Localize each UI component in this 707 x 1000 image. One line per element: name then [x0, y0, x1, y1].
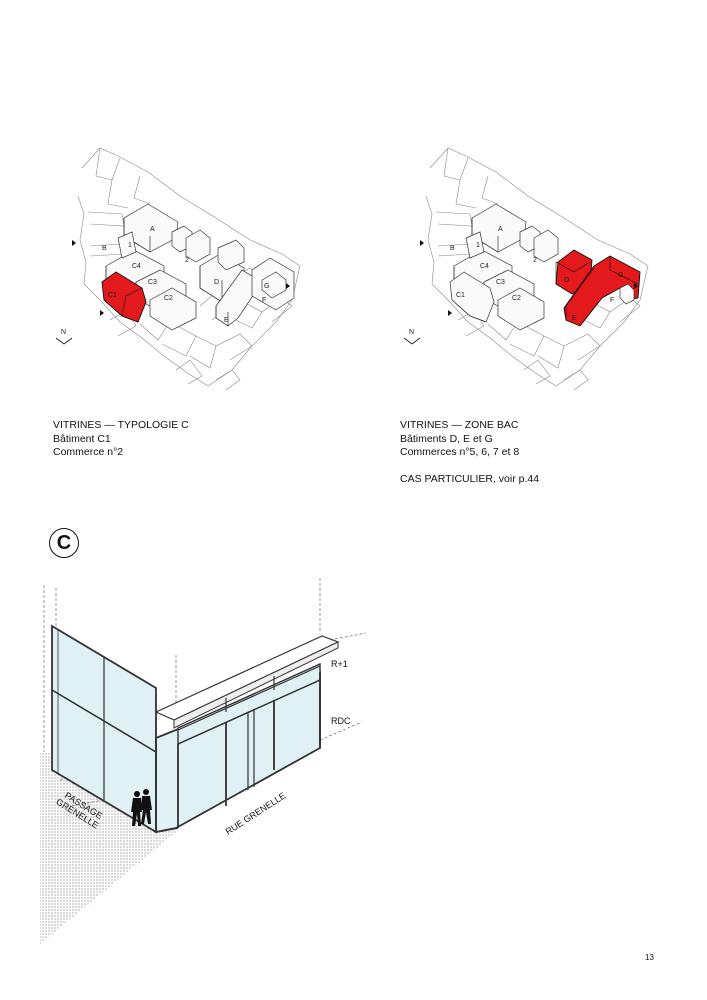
label-c1: C1	[456, 292, 465, 299]
caption-right-buildings: Bâtiments D, E et G	[400, 432, 493, 445]
label-d: D	[564, 277, 569, 284]
north-arrow-icon: N	[403, 329, 421, 345]
label-e: E	[224, 317, 229, 324]
label-c2: C2	[512, 295, 521, 302]
caption-left-commerce: Commerce n°2	[53, 446, 124, 458]
label-a: A	[150, 226, 155, 233]
caption-right-commerces: Commerces n°5, 6, 7 et 8	[400, 446, 520, 458]
label-c4: C4	[132, 263, 141, 270]
label-d: D	[214, 279, 219, 286]
caption-right: VITRINES — ZONE BAC Bâtiments D, E et G …	[400, 419, 539, 487]
label-c4: C4	[480, 263, 489, 270]
label-g: G	[264, 283, 269, 290]
highlight-c1	[101, 271, 147, 323]
caption-right-note: CAS PARTICULIER, voir p.44	[400, 473, 540, 485]
label-e: E	[572, 315, 577, 322]
label-1: 1	[476, 242, 480, 249]
caption-left-title: VITRINES — TYPOLOGIE C	[53, 419, 189, 431]
level-r1-label: R+1	[331, 659, 348, 669]
label-c1: C1	[108, 292, 117, 299]
label-f: F	[262, 297, 266, 304]
label-b: B	[450, 245, 455, 252]
label-c3: C3	[148, 279, 157, 286]
caption-left-building: Bâtiment C1	[53, 432, 111, 445]
label-2: 2	[185, 257, 189, 264]
caption-right-title: VITRINES — ZONE BAC	[400, 419, 519, 431]
entrance-arrow-icon	[634, 283, 638, 289]
section-badge: C	[49, 528, 79, 558]
entrance-arrow-icon	[286, 283, 290, 289]
label-f: F	[610, 297, 614, 304]
rue-grenelle-label: RUE GRENELLE	[224, 790, 288, 836]
label-c3: C3	[496, 279, 505, 286]
caption-left: VITRINES — TYPOLOGIE C Bâtiment C1 Comme…	[53, 419, 189, 460]
page-number: 13	[645, 953, 654, 962]
level-rdc-label: RDC	[331, 716, 351, 726]
entrance-arrow-icon	[448, 310, 452, 316]
north-label: N	[409, 329, 414, 336]
pedestrians-icon	[131, 789, 152, 826]
label-b: B	[102, 245, 107, 252]
label-g: G	[618, 272, 623, 279]
entrance-arrow-icon	[72, 240, 76, 246]
label-c2: C2	[164, 295, 173, 302]
label-a: A	[498, 226, 503, 233]
north-arrow-icon: N	[55, 329, 73, 345]
label-1: 1	[128, 242, 132, 249]
entrance-arrow-icon	[100, 310, 104, 316]
label-2: 2	[533, 257, 537, 264]
entrance-arrow-icon	[420, 240, 424, 246]
north-label: N	[61, 329, 66, 336]
